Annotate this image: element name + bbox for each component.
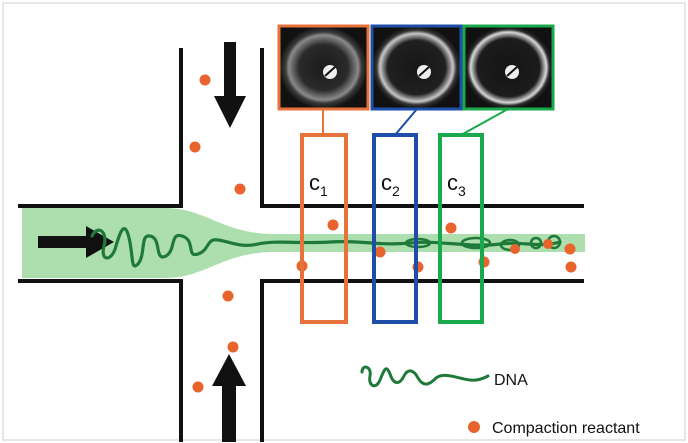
reactant-dot <box>189 141 201 153</box>
reactant-dot <box>222 290 234 302</box>
observation-region-3: c3 <box>438 24 555 324</box>
region-2-label: c2 <box>381 170 400 199</box>
reactant-dot <box>227 341 239 353</box>
legend-dna-icon <box>360 365 490 388</box>
reactant-dot <box>199 74 211 86</box>
arrow-down-icon <box>214 42 246 128</box>
observation-region-1: c1 <box>277 24 370 324</box>
arrow-up-icon <box>212 354 246 442</box>
legend-reactant-label: Compaction reactant <box>492 420 640 437</box>
region-1-label: c1 <box>309 170 328 199</box>
legend-dna-label: DNA <box>494 372 528 389</box>
reactant-dot <box>234 183 246 195</box>
reactant-dot <box>192 381 204 393</box>
reactant-dot <box>543 239 553 249</box>
channel-walls <box>18 48 584 442</box>
region-3-label: c3 <box>447 170 466 199</box>
microscope-image <box>277 24 370 111</box>
reactant-dot <box>445 222 457 234</box>
reactant-dot <box>374 246 386 258</box>
legend-reactant-dot <box>468 421 480 433</box>
reactant-dot <box>565 261 577 273</box>
observation-region-2: c2 <box>370 24 463 324</box>
microscope-image <box>370 24 463 111</box>
dna-strand <box>90 227 562 268</box>
reactant-dot <box>510 244 520 254</box>
legend: DNA Compaction reactant <box>360 365 640 437</box>
reactant-dot <box>564 243 576 255</box>
reactant-dot <box>327 219 339 231</box>
flow-arrows <box>38 42 246 442</box>
